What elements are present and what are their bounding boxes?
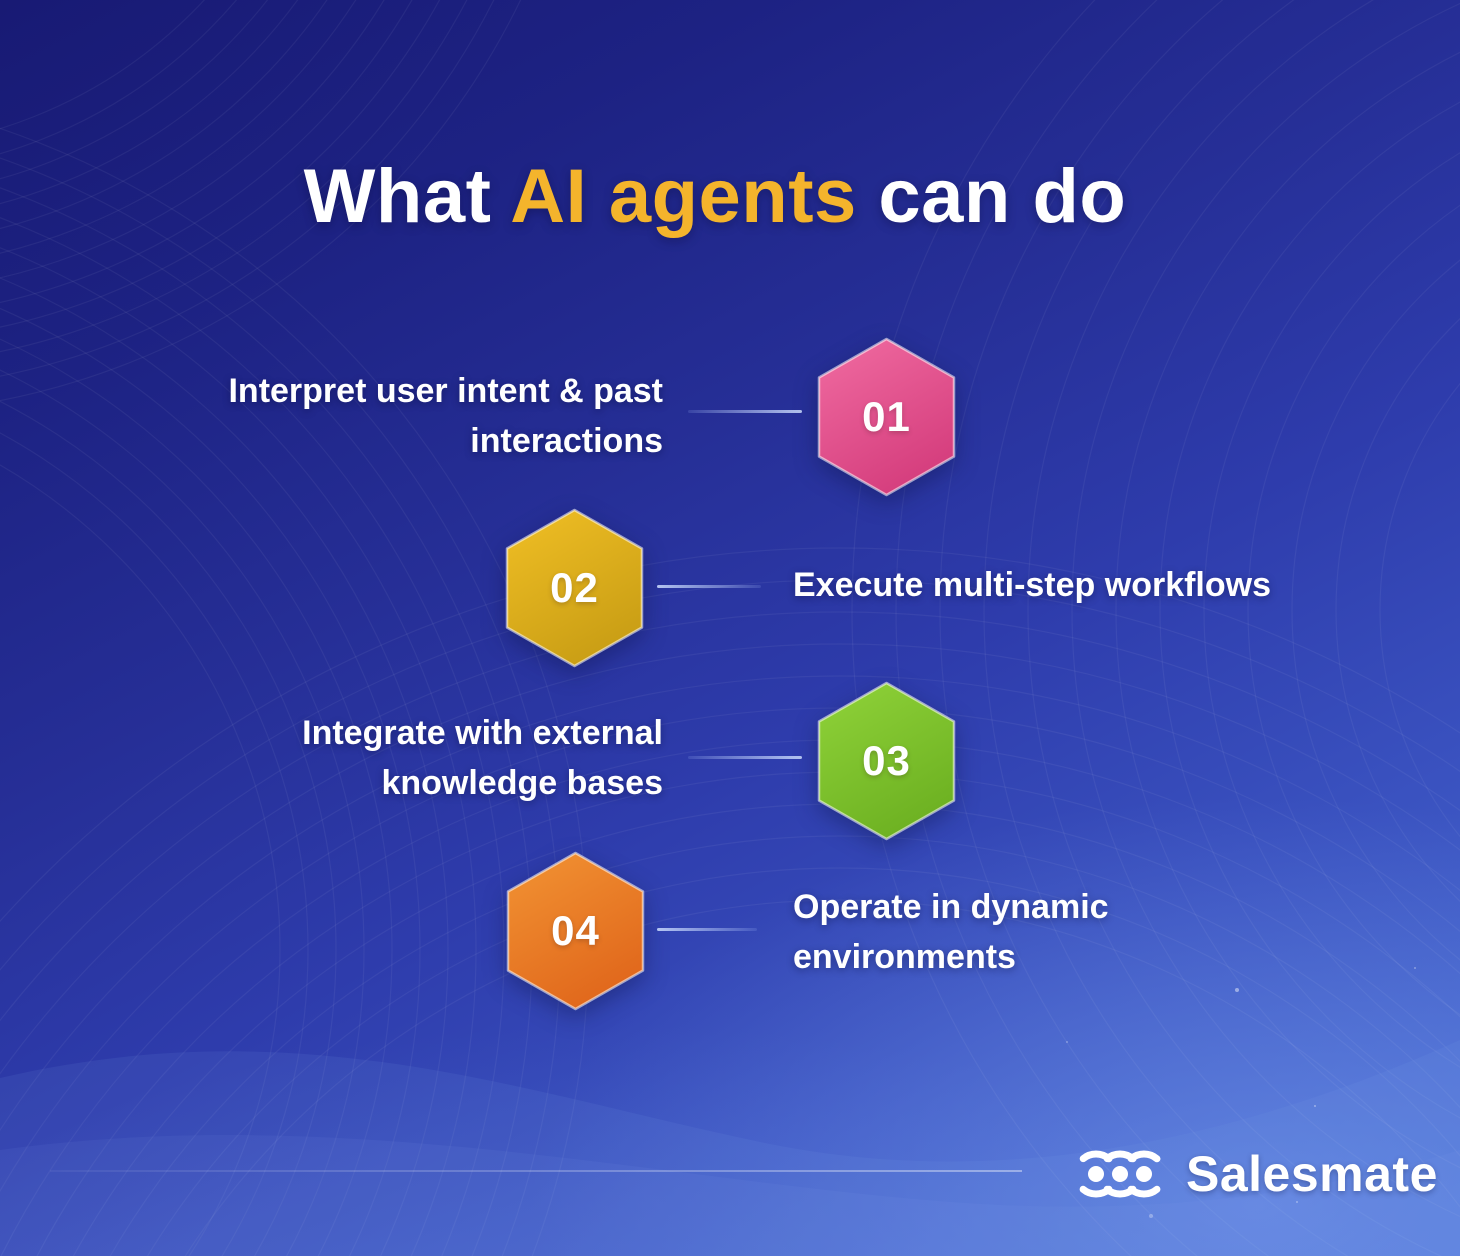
step-4-label-line-1: Operate in dynamic	[793, 888, 1109, 926]
footer-divider	[50, 1170, 1022, 1172]
title-highlight: AI agents	[510, 153, 857, 239]
step-3-number: 03	[862, 737, 911, 784]
step-4-connector-line	[657, 928, 757, 931]
step-2-number: 02	[550, 564, 599, 611]
step-3-label-line-1: Integrate with external	[302, 714, 663, 752]
step-1-label-line-2: interactions	[470, 422, 663, 460]
step-3-label-line-2: knowledge bases	[381, 764, 663, 802]
salesmate-logo-text: Salesmate	[1186, 1146, 1438, 1202]
step-1-label: Interpret user intent & past interaction…	[100, 366, 663, 466]
step-1-hexagon-icon: 01	[817, 337, 956, 497]
step-4-label-line-2: environments	[793, 938, 1016, 976]
page-title: What AI agents can do	[0, 151, 1430, 243]
step-2-connector-line	[657, 585, 761, 588]
step-2-label: Execute multi-step workflows	[793, 560, 1393, 610]
salesmate-logo: Salesmate	[1070, 1140, 1438, 1208]
step-1-number: 01	[862, 393, 911, 440]
step-3-label: Integrate with external knowledge bases	[100, 708, 663, 808]
step-4-number: 04	[551, 907, 600, 954]
step-4-label: Operate in dynamic environments	[793, 882, 1393, 982]
step-1-connector-line	[688, 410, 802, 413]
step-4-hexagon-icon: 04	[506, 851, 645, 1011]
salesmate-logo-icon	[1072, 1150, 1168, 1198]
step-3-connector-line	[688, 756, 802, 759]
step-2-label-line-1: Execute multi-step workflows	[793, 566, 1271, 604]
step-3-hexagon-icon: 03	[817, 681, 956, 841]
step-2-hexagon-icon: 02	[505, 508, 644, 668]
step-1-label-line-1: Interpret user intent & past	[228, 372, 663, 410]
title-suffix: can do	[856, 153, 1127, 239]
sparkle-dots-decoration	[1235, 988, 1239, 992]
title-prefix: What	[303, 153, 511, 239]
